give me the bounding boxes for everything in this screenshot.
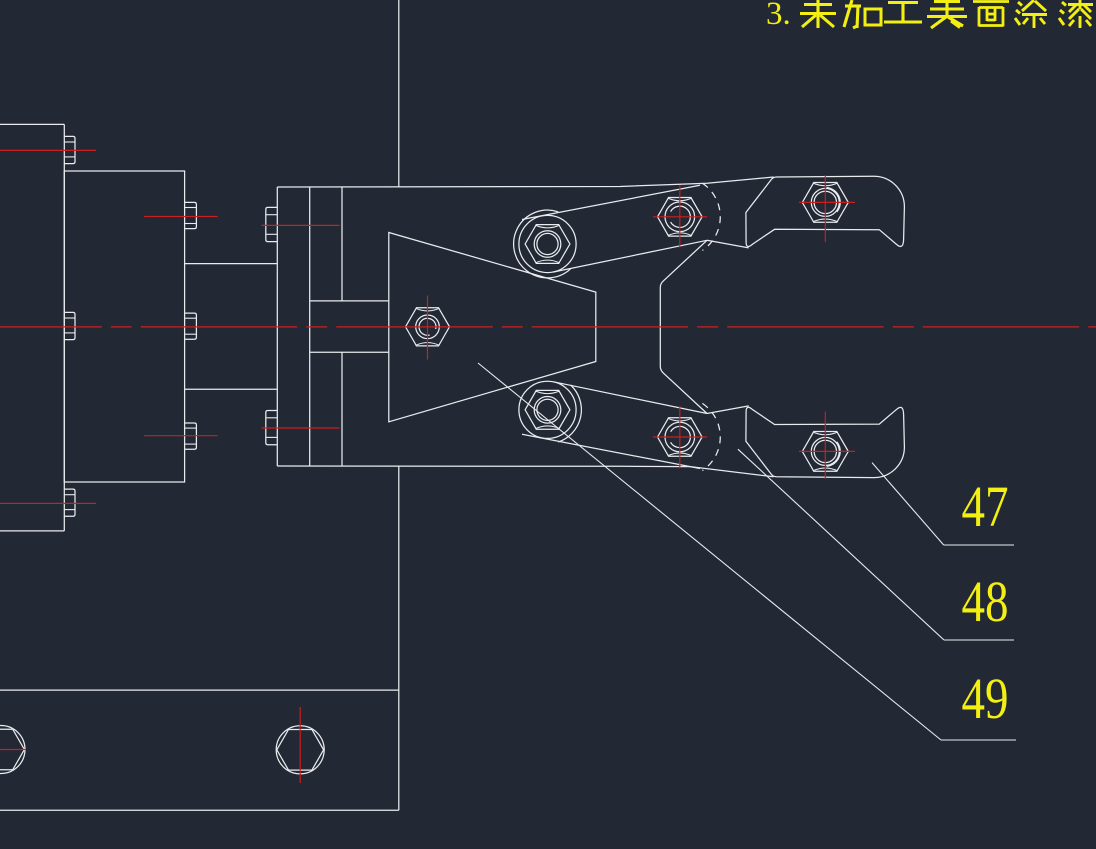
svg-text:47: 47 bbox=[962, 474, 1009, 539]
svg-text:48: 48 bbox=[962, 569, 1009, 634]
svg-text:3.: 3. bbox=[766, 0, 791, 32]
svg-text:49: 49 bbox=[962, 666, 1009, 731]
